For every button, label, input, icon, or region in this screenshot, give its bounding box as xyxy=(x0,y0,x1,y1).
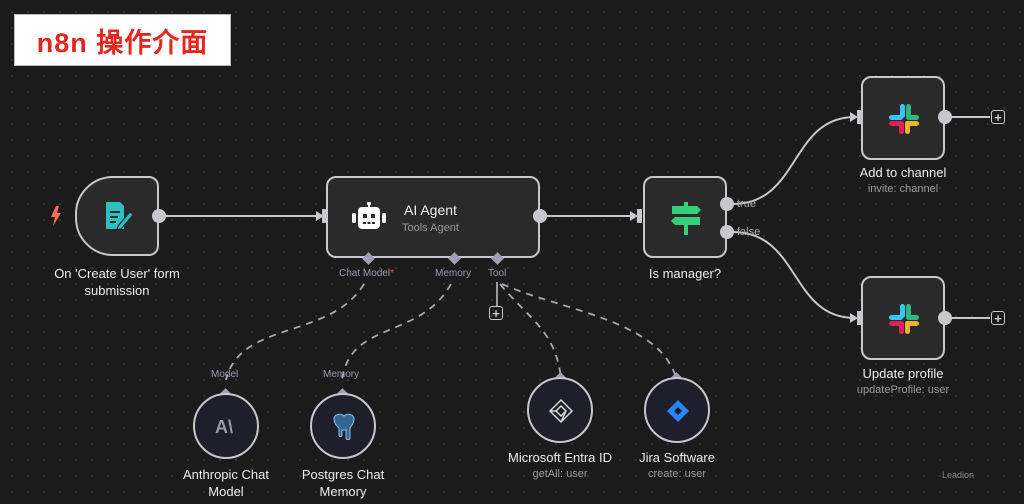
banner-title: n8n 操作介面 xyxy=(14,14,231,66)
agent-output-port[interactable] xyxy=(533,209,547,223)
edge-tool-entra xyxy=(499,283,562,379)
update-profile-input-port[interactable] xyxy=(857,311,862,325)
update-profile-output-port[interactable] xyxy=(938,311,952,325)
if-false-port[interactable] xyxy=(720,225,734,239)
add-tool-button[interactable]: + xyxy=(489,306,503,320)
add-channel-output-port[interactable] xyxy=(938,110,952,124)
robot-icon xyxy=(352,201,386,235)
node-ai-agent[interactable]: AI Agent Tools Agent xyxy=(326,176,540,258)
add-node-after-add-channel[interactable]: + xyxy=(991,110,1005,124)
port-label-memory: Memory xyxy=(435,268,472,279)
required-marker: * xyxy=(390,268,395,279)
add-channel-sub: invite: channel xyxy=(867,183,939,195)
arrow-agent-in xyxy=(316,211,324,221)
add-node-after-update-profile[interactable]: + xyxy=(991,311,1005,325)
trigger-label-line1: On 'Create User' form xyxy=(54,266,180,281)
slack-icon xyxy=(887,302,921,341)
arrow-add-in xyxy=(850,112,858,122)
agent-title: AI Agent xyxy=(404,202,457,218)
lightning-bolt-icon xyxy=(50,206,62,231)
node-anthropic-chat-model[interactable]: A\ xyxy=(193,393,259,459)
node-update-profile[interactable] xyxy=(861,276,945,360)
watermark: Leadion xyxy=(942,470,975,480)
edge-if-false-update xyxy=(732,231,856,319)
jira-icon xyxy=(666,399,690,428)
slack-icon xyxy=(887,102,921,141)
agent-subtitle: Tools Agent xyxy=(402,222,459,234)
port-label-tool: Tool xyxy=(488,268,507,279)
anthropic-label-line2: Model xyxy=(208,484,244,499)
anthropic-icon: A\ xyxy=(215,417,233,437)
entra-icon xyxy=(548,398,574,429)
node-postgres-chat-memory[interactable] xyxy=(310,393,376,459)
node-is-manager[interactable] xyxy=(643,176,727,258)
node-add-to-channel[interactable] xyxy=(861,76,945,160)
edge-memory-postgres xyxy=(341,283,452,381)
agent-input-port[interactable] xyxy=(322,209,327,223)
edge-chatmodel-anthropic xyxy=(225,283,365,381)
jira-sub: create: user xyxy=(647,468,707,480)
trigger-output-port[interactable] xyxy=(152,209,166,223)
postgres-label-line2: Memory xyxy=(319,484,367,499)
node-form-trigger[interactable] xyxy=(75,176,159,256)
chat-model-text: Chat Model xyxy=(339,268,391,279)
node-microsoft-entra-id[interactable] xyxy=(527,377,593,443)
port-label-chat-model: Chat Model* xyxy=(339,268,394,279)
update-profile-label: Update profile xyxy=(862,366,944,381)
entra-label: Microsoft Entra ID xyxy=(507,450,613,465)
jira-label: Jira Software xyxy=(639,450,715,465)
trigger-label-line2: submission xyxy=(84,283,150,298)
update-profile-sub: updateProfile: user xyxy=(856,384,950,396)
arrow-update-in xyxy=(850,313,858,323)
postgres-icon xyxy=(331,413,357,446)
entra-sub: getAll: user xyxy=(532,468,588,480)
if-label: Is manager? xyxy=(648,266,722,281)
postgres-port-label: Memory xyxy=(323,369,360,380)
if-true-label: true xyxy=(737,198,756,210)
edge-if-true-add xyxy=(732,116,856,205)
if-false-label: false xyxy=(737,226,761,238)
edge-tool-jira xyxy=(501,283,677,379)
add-channel-input-port[interactable] xyxy=(857,110,862,124)
if-true-port[interactable] xyxy=(720,197,734,211)
node-jira-software[interactable] xyxy=(644,377,710,443)
anthropic-label-line1: Anthropic Chat xyxy=(183,467,269,482)
form-pencil-icon xyxy=(102,200,134,237)
arrow-if-in xyxy=(630,211,638,221)
if-input-port[interactable] xyxy=(637,209,642,223)
signpost-icon xyxy=(669,202,703,241)
postgres-label-line1: Postgres Chat xyxy=(301,467,385,482)
anthropic-port-label: Model xyxy=(211,369,239,380)
add-channel-label: Add to channel xyxy=(859,165,947,180)
